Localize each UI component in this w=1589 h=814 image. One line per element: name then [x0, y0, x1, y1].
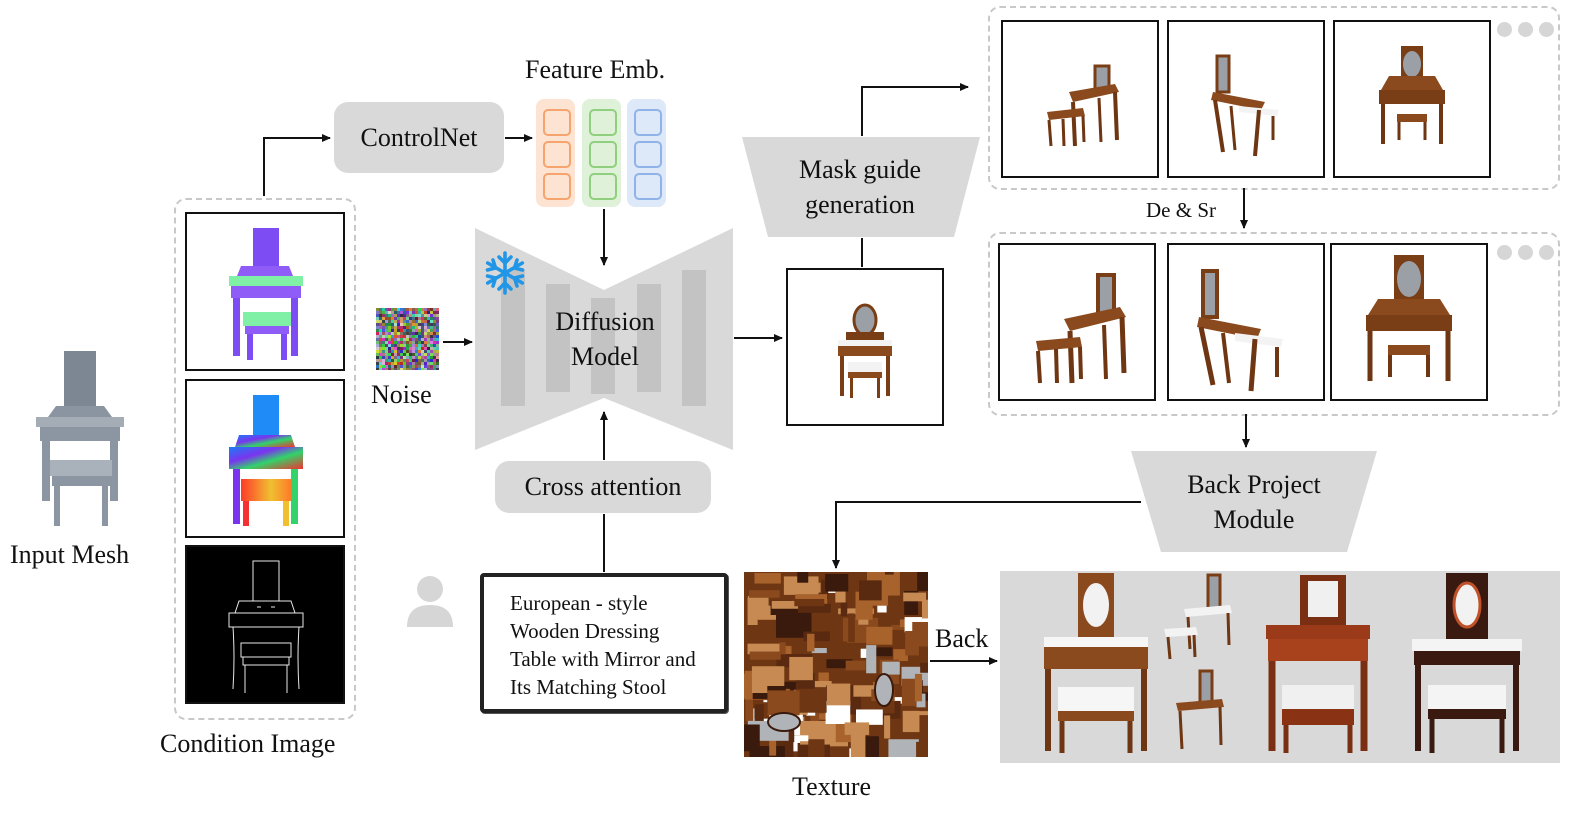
- condition-image-group: [174, 198, 356, 720]
- texture-label: Texture: [792, 772, 872, 801]
- feature-emb-token: [543, 173, 571, 200]
- feature-emb-token: [543, 109, 571, 136]
- multiview-image-bottom-3: [1330, 243, 1488, 401]
- ellipsis-dot: [1539, 22, 1554, 37]
- text-prompt-line: Wooden Dressing: [510, 619, 660, 643]
- multiview-image-top-3: [1333, 20, 1491, 178]
- condition-image-label: Condition Image: [160, 729, 336, 758]
- text-prompt-line: European - style: [510, 591, 648, 615]
- multiview-group-bottom: [988, 232, 1560, 416]
- texture-atlas-image: [744, 572, 928, 757]
- feature-emb-token: [634, 173, 662, 200]
- final-render-front: [1044, 573, 1148, 753]
- mask-guide-label-line1: Mask guide: [798, 154, 922, 184]
- normal-map-image: [185, 212, 345, 371]
- final-render-dark-wood: [1412, 573, 1522, 753]
- text-prompt: European - style Wooden Dressing Table w…: [510, 589, 696, 701]
- edge-map-image: [185, 545, 345, 704]
- back-project-label: Back Project Module: [1150, 464, 1358, 540]
- feature-emb-token: [589, 141, 617, 168]
- multiview-image-top-1: [1001, 20, 1159, 178]
- feature-emb-label: Feature Emb.: [525, 55, 666, 84]
- mask-guide-block: [742, 137, 980, 237]
- diffusion-model-label-line1: Diffusion: [555, 306, 655, 336]
- mask-guide-label: Mask guide generation: [760, 150, 960, 224]
- snowflake-icon: [482, 250, 528, 296]
- ellipsis-dot: [1539, 245, 1554, 260]
- feature-emb-column-green: [582, 99, 621, 207]
- back-project-label-line1: Back Project: [1187, 469, 1321, 499]
- back-project-block: [1131, 451, 1377, 552]
- multiview-image-top-2: [1167, 20, 1325, 178]
- mask-guide-label-line2: generation: [805, 190, 915, 219]
- final-render-panel: [1000, 571, 1560, 763]
- text-prompt-line: Table with Mirror and: [510, 647, 696, 671]
- input-mesh-render: [20, 345, 140, 530]
- noise-image: [376, 308, 439, 370]
- ellipsis-dot: [1497, 22, 1512, 37]
- diffusion-model-block: [475, 228, 733, 450]
- ellipsis-icon: [1497, 22, 1554, 37]
- final-render-red-wood: [1266, 575, 1370, 753]
- diffusion-model-label: Diffusion Model: [520, 305, 690, 373]
- generated-view-image: [786, 268, 944, 426]
- arrow-backproject-to-texture: [832, 501, 1141, 569]
- feature-emb-token: [589, 109, 617, 136]
- diffusion-model-label-line2: Model: [571, 342, 639, 371]
- feature-emb-token: [634, 109, 662, 136]
- feature-emb-token: [543, 141, 571, 168]
- controlnet-block: ControlNet: [334, 102, 504, 173]
- multiview-group-top: [988, 6, 1560, 190]
- ellipsis-dot: [1518, 245, 1533, 260]
- back-label: Back: [935, 624, 989, 653]
- ellipsis-dot: [1497, 245, 1512, 260]
- feature-emb-token: [589, 173, 617, 200]
- cross-attention-block: Cross attention: [495, 461, 711, 513]
- ellipsis-dot: [1518, 22, 1533, 37]
- arrow-condition-to-controlnet: [263, 134, 331, 196]
- multiview-image-bottom-1: [998, 243, 1156, 401]
- back-project-label-line2: Module: [1213, 505, 1295, 534]
- ellipsis-icon: [1497, 245, 1554, 260]
- final-render-side-views: [1164, 573, 1232, 750]
- feature-emb-column-blue: [627, 99, 666, 207]
- feature-emb-column-orange: [536, 99, 575, 207]
- text-prompt-box: European - style Wooden Dressing Table w…: [480, 573, 728, 713]
- position-map-image: [185, 379, 345, 538]
- arrow-mask-to-multiview: [861, 83, 969, 136]
- multiview-image-bottom-2: [1167, 243, 1325, 401]
- feature-emb-token: [634, 141, 662, 168]
- input-mesh-label: Input Mesh: [10, 540, 130, 569]
- user-icon: [405, 573, 455, 629]
- de-sr-label: De & Sr: [1146, 198, 1216, 222]
- noise-label: Noise: [371, 380, 432, 409]
- text-prompt-line: Its Matching Stool: [510, 675, 667, 699]
